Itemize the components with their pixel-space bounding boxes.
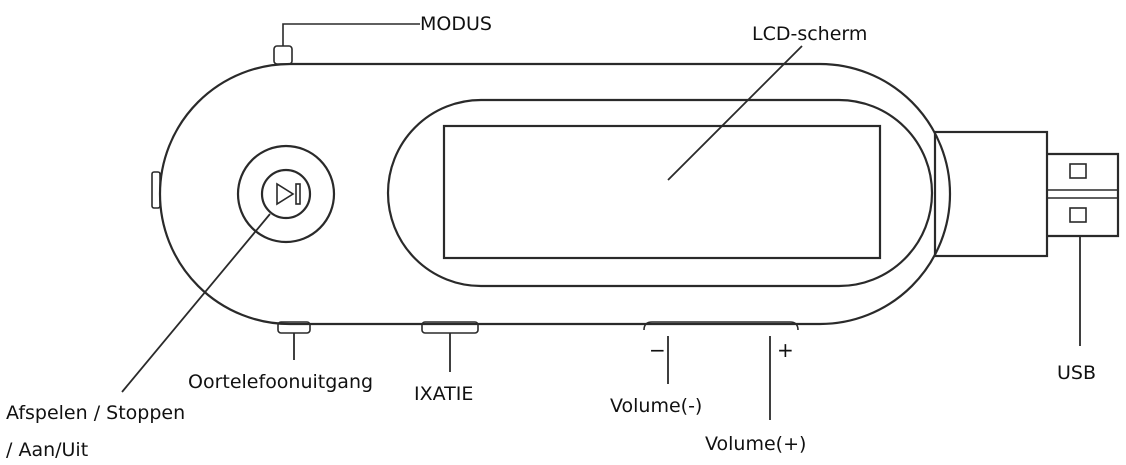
play-label-line1: Afspelen / Stoppen	[6, 402, 185, 424]
lcd-screen	[442, 124, 882, 260]
usb-contact-bottom	[1069, 207, 1087, 223]
play-pause-icon	[276, 182, 301, 206]
play-button	[236, 144, 336, 244]
volume-minus-label: Volume(-)	[610, 395, 702, 417]
volume-plus-label: Volume(+)	[705, 433, 806, 455]
lcd-label: LCD-scherm	[752, 23, 867, 45]
usb-contact-top	[1069, 163, 1087, 179]
player-body	[158, 62, 952, 326]
volume-rocker	[643, 321, 799, 331]
usb-label: USB	[1057, 362, 1096, 384]
lcd-leader	[667, 45, 803, 181]
play-leader	[121, 213, 271, 393]
mode-label: MODUS	[420, 13, 492, 35]
usb-connector	[933, 130, 1120, 258]
ixatie-label: IXATIE	[414, 383, 473, 405]
side-notch	[151, 171, 161, 209]
plus-mark: +	[777, 338, 794, 362]
earphone-label: Oortelefoonuitgang	[188, 371, 373, 393]
play-label-line2: / Aan/Uit	[6, 439, 88, 461]
mode-button	[273, 23, 420, 65]
minus-mark: −	[649, 338, 666, 362]
screen-bezel	[386, 98, 934, 288]
